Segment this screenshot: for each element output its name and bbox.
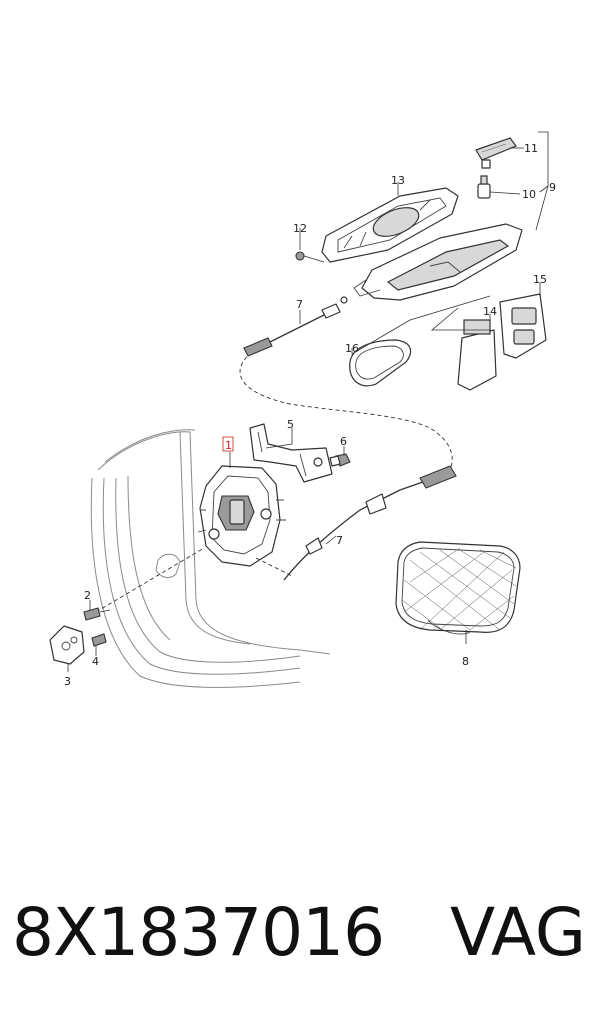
- release-cable-upper: [243, 296, 348, 357]
- inner-door-handle: [353, 223, 523, 301]
- bulb-holder: [477, 175, 491, 199]
- callout-9: 9: [549, 181, 556, 194]
- callout-12: 12: [293, 222, 307, 235]
- callout-14: 14: [483, 305, 497, 318]
- release-cable-lower: [283, 465, 457, 581]
- callout-6: 6: [340, 435, 347, 448]
- trim-frame: [349, 339, 412, 387]
- callout-7-lower: 7: [336, 534, 343, 547]
- switch-element: [475, 137, 517, 169]
- leader-lines: [67, 131, 549, 672]
- assembly-line-actuator: [255, 557, 293, 577]
- callout-10: 10: [522, 188, 536, 201]
- lock-screw: [83, 607, 111, 621]
- striker-plate: [49, 625, 85, 665]
- callout-16: 16: [345, 342, 359, 355]
- brand-name: VAG: [449, 894, 586, 971]
- callout-8: 8: [462, 655, 469, 668]
- callout-2: 2: [84, 589, 91, 602]
- window-switch: [499, 293, 547, 359]
- callout-13: 13: [391, 174, 405, 187]
- switch-cover: [457, 319, 497, 391]
- callout-5: 5: [287, 418, 294, 431]
- bolt: [329, 453, 351, 467]
- caption-bar: 8X1837016 VAG: [0, 885, 600, 985]
- exploded-parts-diagram: 1 2 3 4 5 6 7 7 8 9 10 11 12 13 14 15 16: [49, 131, 556, 688]
- part-number: 8X1837016: [12, 894, 385, 971]
- handle-bezel: [321, 187, 459, 263]
- sealing-film: [395, 541, 521, 635]
- bracket: [249, 423, 333, 483]
- callout-7-upper: 7: [296, 298, 303, 311]
- striker-screw: [91, 633, 107, 647]
- door-outline: [90, 429, 331, 688]
- callout-3: 3: [64, 675, 71, 688]
- callout-1-box: [222, 436, 234, 452]
- cable-route-dashed: [239, 351, 453, 471]
- assembly-line-screw: [95, 547, 205, 613]
- handle-screw: [295, 251, 325, 263]
- callout-4: 4: [92, 655, 99, 668]
- callout-1: 1: [225, 439, 232, 452]
- callout-11: 11: [524, 142, 538, 155]
- callout-15: 15: [533, 273, 547, 286]
- door-lock-actuator: [197, 465, 286, 567]
